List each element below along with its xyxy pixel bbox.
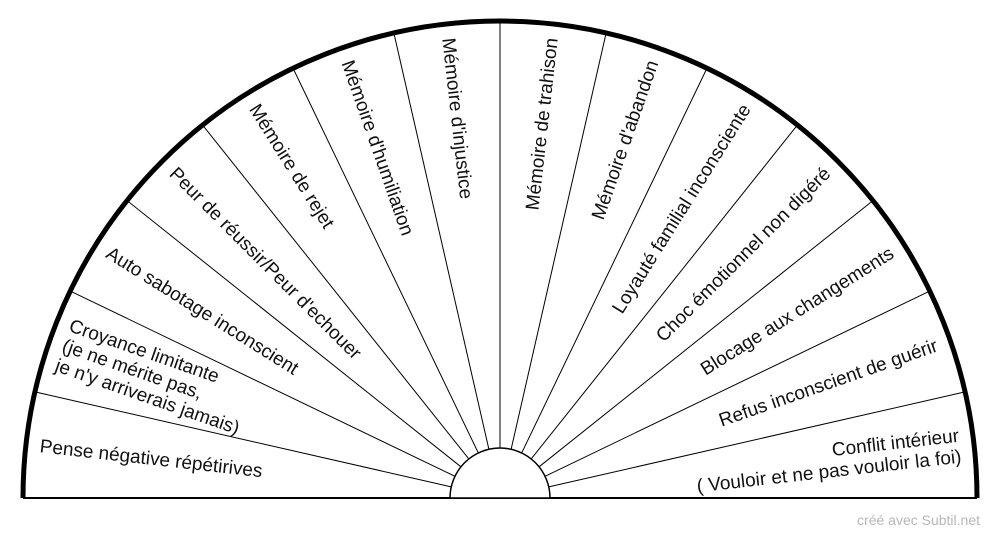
segment-label-line: Mémoire de rejet	[244, 101, 338, 233]
segment-divider	[548, 391, 966, 488]
segment-label: Mémoire de rejet	[244, 101, 338, 233]
segment-label: Mémoire d'abandon	[588, 58, 663, 223]
segment-divider	[70, 290, 456, 477]
segment-divider	[292, 68, 479, 454]
segment-divider	[538, 200, 874, 468]
segment-label-line: Peur de réussir/Peur d'echouer	[165, 164, 366, 365]
segment-divider	[530, 124, 798, 460]
segment-label-line: Mémoire d'injustice	[437, 37, 476, 200]
segment-label-line: Choc émotionnel non digéré	[652, 164, 835, 347]
segment-label-line: Mémoire de trahison	[523, 37, 563, 211]
segment-label-line: ( Vouloir et ne pas vouloir la foi)	[696, 447, 963, 498]
segment-label: Mémoire de trahison	[523, 37, 563, 211]
segment-divider	[521, 68, 708, 454]
segment-label: Choc émotionnel non digéré	[652, 164, 835, 347]
segment-label: Pense négative répétirives	[39, 436, 264, 482]
segment-label-line: Pense négative répétirives	[39, 436, 264, 482]
segment-label: Conflit intérieur( Vouloir et ne pas vou…	[693, 426, 963, 498]
segment-label: Mémoire d'injustice	[437, 37, 476, 200]
segment-label-line: Mémoire d'abandon	[588, 58, 663, 223]
segment-divider	[510, 32, 607, 450]
outer-arc	[20, 18, 980, 499]
segment-label: Peur de réussir/Peur d'echouer	[165, 164, 366, 365]
center-semicircle	[449, 447, 551, 499]
segment-divider	[393, 32, 490, 450]
segment-divider	[126, 200, 462, 468]
segment-divider	[34, 391, 452, 488]
segment-divider	[544, 290, 930, 477]
segment-divider	[202, 124, 470, 460]
segment-dividers	[34, 21, 966, 488]
credit-text: créé avec Subtil.net	[857, 512, 980, 528]
